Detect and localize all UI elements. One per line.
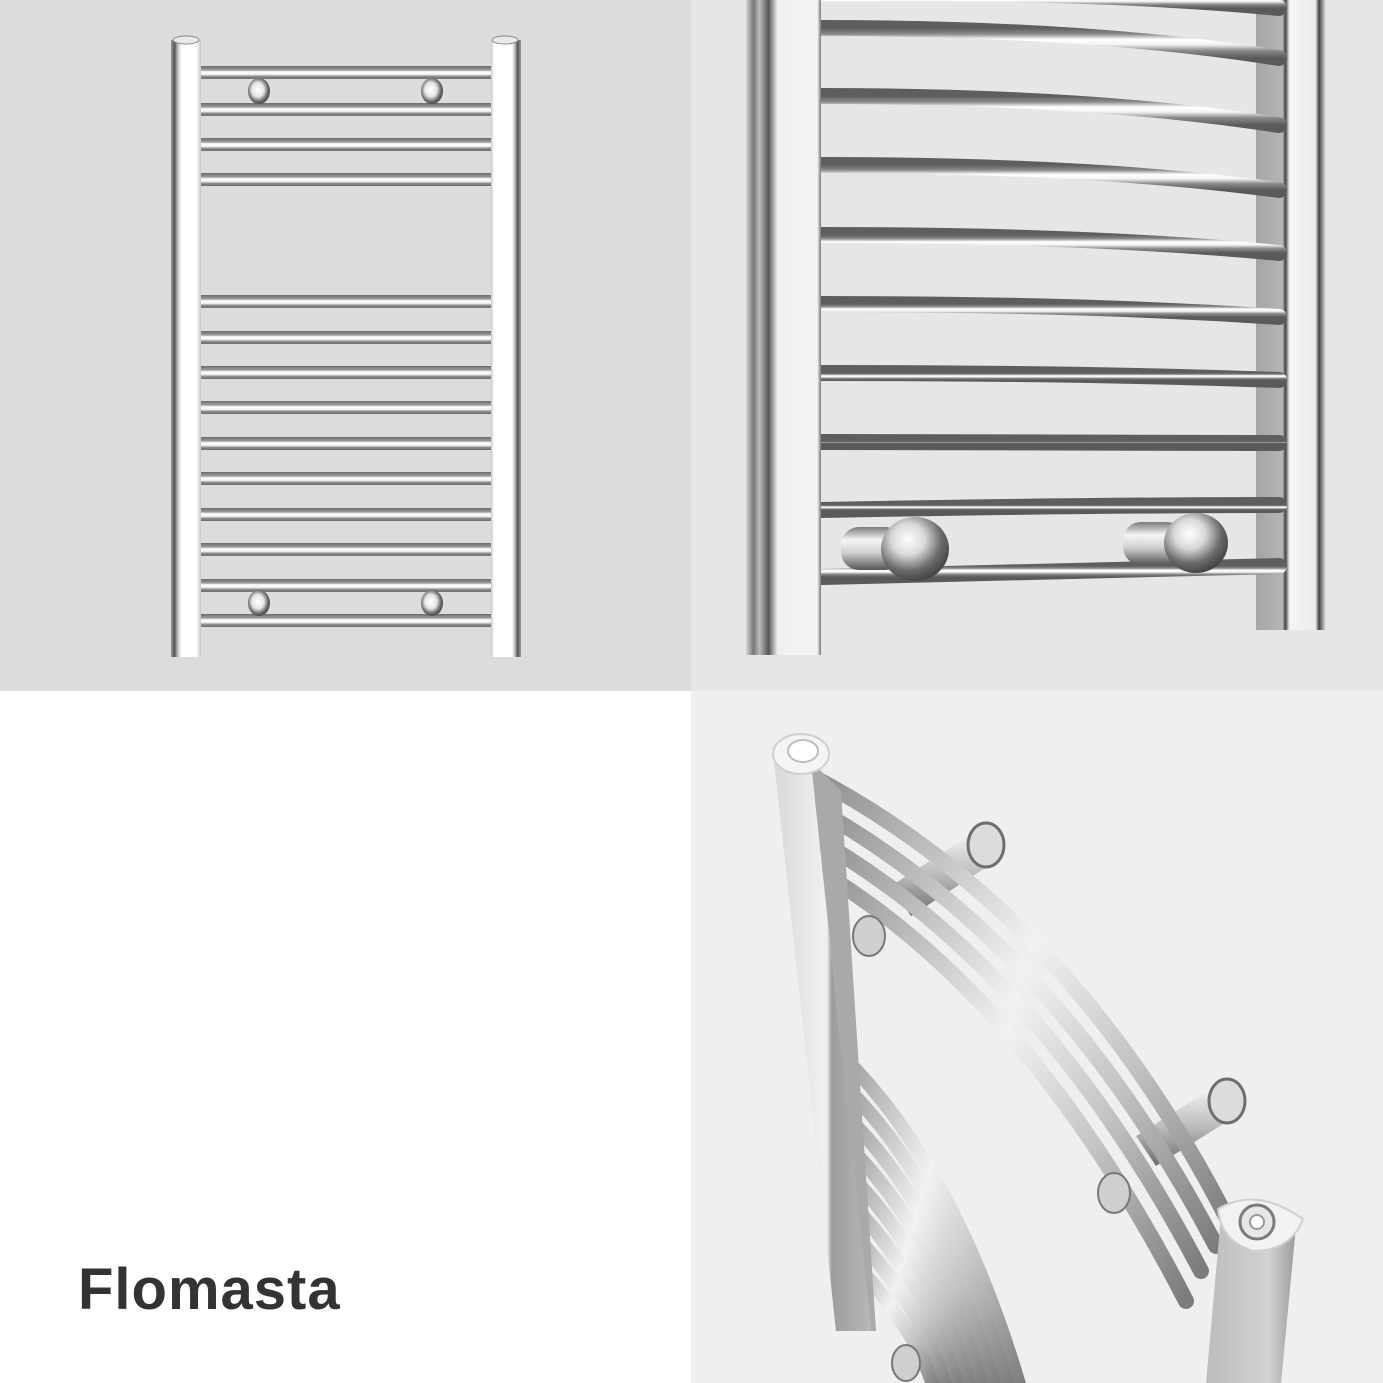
close-up-panel <box>691 0 1383 691</box>
towel-rail-closeup-illustration <box>746 0 1326 655</box>
rail-upright-left <box>772 733 876 1331</box>
towel-rail-angled-illustration <box>772 733 1305 1383</box>
rail-upright-right <box>491 35 521 657</box>
valve-icon <box>841 513 1228 581</box>
curved-bar-group <box>813 0 1287 585</box>
rail-upright-right <box>1206 1198 1305 1383</box>
angled-view-panel <box>691 691 1383 1383</box>
bottom-bar-group <box>200 295 492 627</box>
rail-upright-left <box>171 35 201 657</box>
brand-logo: Flomasta <box>78 1257 341 1322</box>
rail-upright-left <box>746 0 821 655</box>
curved-bar-group-upper <box>803 768 1239 1309</box>
top-bar-group <box>200 66 492 186</box>
front-view-panel <box>0 0 691 691</box>
valve-icon <box>248 78 443 616</box>
valve-icon <box>852 915 1131 1382</box>
towel-rail-front-illustration <box>171 35 521 657</box>
brand-panel: Flomasta <box>0 691 691 1383</box>
